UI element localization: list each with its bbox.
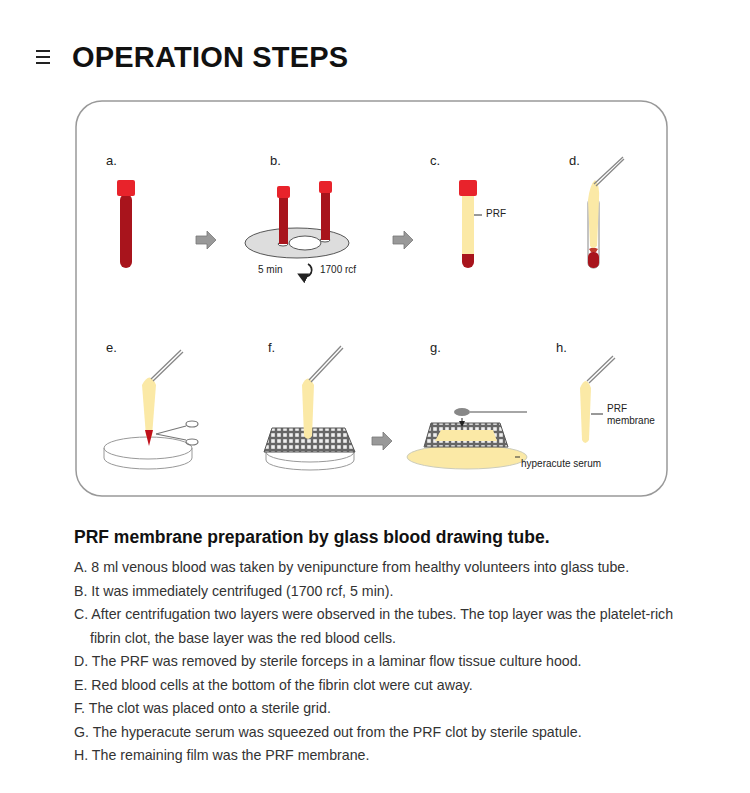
tube-c [459,180,482,268]
figure-label: g. [430,340,441,356]
page-title: OPERATION STEPS [72,40,348,75]
step-text: H. The remaining film was the PRF membra… [74,744,696,768]
figure-label: h. [556,340,567,356]
cut-step [104,350,198,469]
step-text: C. After centrifugation two layers were … [74,603,696,650]
figure-label: hyperacute serum [521,458,601,470]
panel [76,101,667,496]
step-text: G. The hyperacute serum was squeezed out… [74,721,696,745]
step-text: D. The PRF was removed by sterile forcep… [74,650,696,674]
figure-label: 5 min [258,264,282,276]
step-text: F. The clot was placed onto a sterile gr… [74,697,696,721]
figure-label: f. [268,340,275,356]
centrifuge [245,181,349,277]
step-text: B. It was immediately centrifuged (1700 … [74,580,696,604]
figure-label: b. [270,153,281,169]
figure-label: PRF membrane [607,403,663,427]
figure-label: e. [106,340,117,356]
figure-label: 1700 rcf [320,264,356,276]
squeeze-step [407,408,527,469]
step-arrow [196,231,413,450]
menu-icon [36,51,50,63]
grid-step [264,346,355,470]
step-text: A. 8 ml venous blood was taken by venipu… [74,556,696,580]
figure-caption: PRF membrane preparation by glass blood … [74,527,550,548]
figure-label: a. [106,153,117,169]
figure-label: PRF [486,208,506,220]
figure-label: d. [569,153,580,169]
prf-membrane [515,356,615,457]
tube-a [117,180,135,268]
tube-d [588,157,624,268]
figure-label: c. [430,153,440,169]
step-text: E. Red blood cells at the bottom of the … [74,674,696,698]
